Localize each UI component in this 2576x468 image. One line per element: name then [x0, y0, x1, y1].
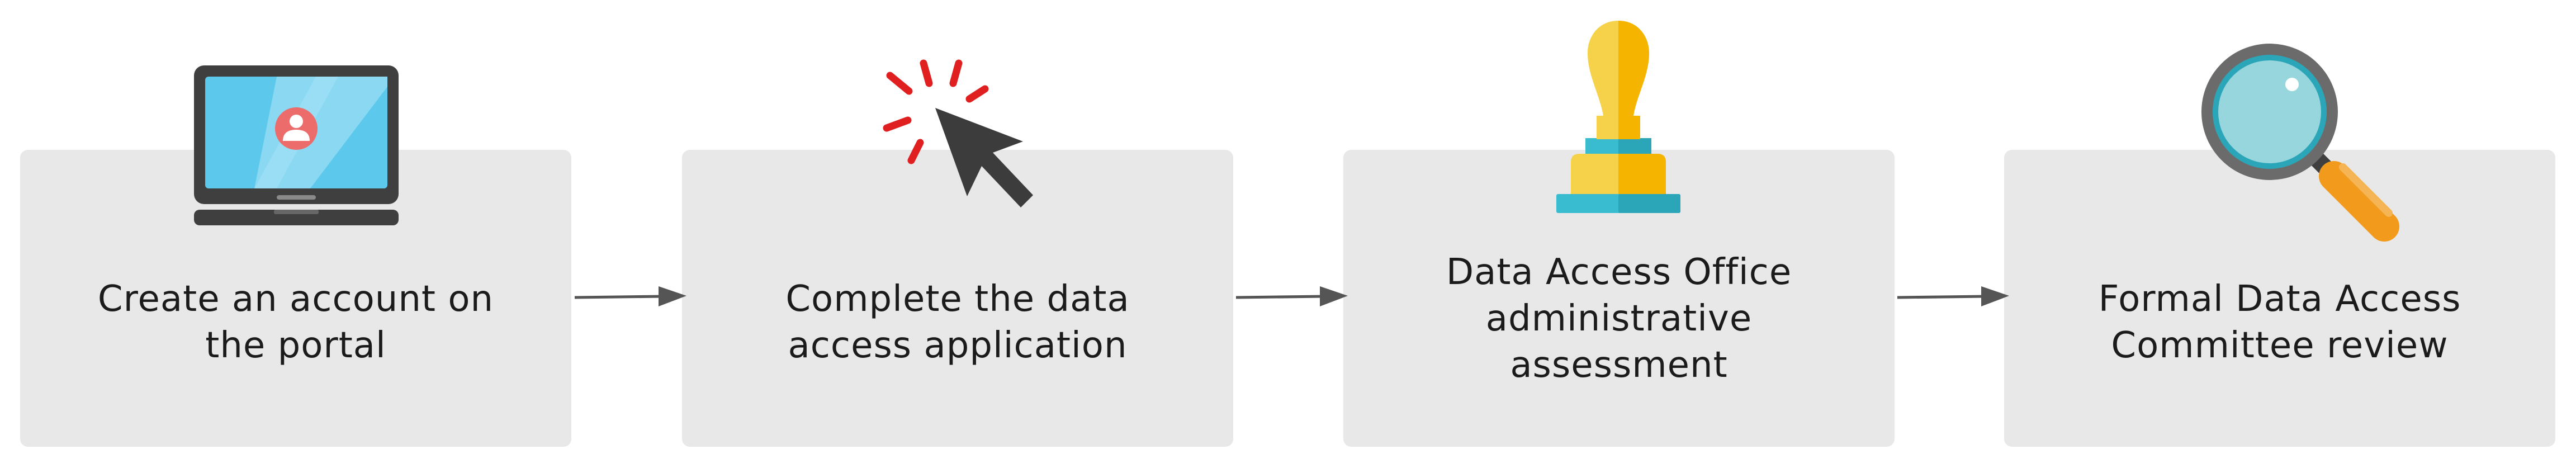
step-label-line: Complete the data	[785, 278, 1130, 320]
flow-arrow-2	[1235, 286, 1348, 306]
step-box-administrative-assessment: Data Access Office administrative assess…	[1343, 150, 1895, 447]
step-label-line: Data Access Office	[1446, 252, 1792, 293]
step-label: Create an account on the portal	[20, 276, 571, 369]
step-label: Complete the data access application	[682, 276, 1233, 369]
step-label-line: Create an account on	[97, 278, 494, 320]
step-label-line: administrative	[1485, 298, 1753, 339]
magnifying-glass-icon	[2201, 44, 2399, 242]
step-label-line: Formal Data Access	[2098, 278, 2461, 320]
step-label: Data Access Office administrative assess…	[1343, 249, 1895, 389]
stamp-icon	[1556, 21, 1680, 213]
step-label-line: the portal	[205, 325, 386, 366]
step-label: Formal Data Access Committee review	[2004, 276, 2555, 369]
laptop-user-icon	[194, 65, 399, 225]
cursor-click-icon	[883, 59, 1033, 207]
step-box-complete-application: Complete the data access application	[682, 150, 1233, 447]
flow-arrow-3	[1897, 286, 2009, 306]
flow-arrow-1	[574, 286, 686, 306]
step-box-committee-review: Formal Data Access Committee review	[2004, 150, 2555, 447]
step-label-line: access application	[788, 325, 1128, 366]
step-label-line: assessment	[1510, 344, 1728, 386]
step-label-line: Committee review	[2111, 325, 2449, 366]
